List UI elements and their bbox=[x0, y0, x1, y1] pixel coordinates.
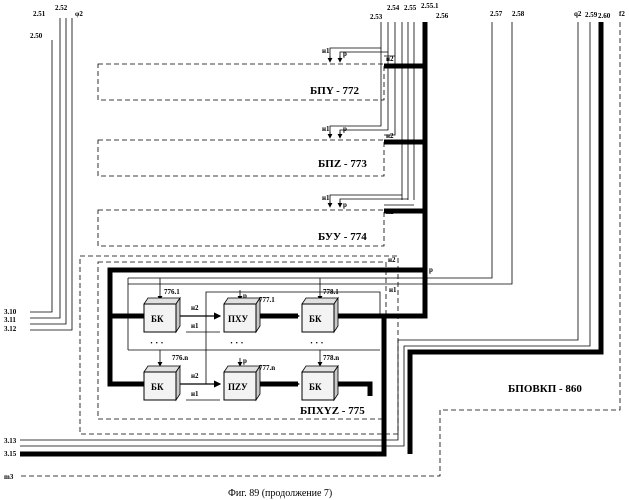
label-3-13: 3.13 bbox=[4, 437, 17, 445]
signal-n1: н1 bbox=[322, 47, 330, 55]
block-buy-label: БУУ - 774 bbox=[318, 231, 367, 243]
signal-n1: н1 bbox=[191, 322, 199, 330]
cube-label-777-1: 777.1 bbox=[259, 296, 275, 304]
cube-777-1: ПХУ bbox=[224, 298, 260, 332]
label-phi2: φ2 bbox=[75, 10, 83, 18]
label-3-10: 3.10 bbox=[4, 308, 17, 316]
signal-p: p bbox=[343, 50, 347, 58]
block-bpy-label: БПY - 772 bbox=[310, 85, 360, 97]
svg-text:ПZУ: ПZУ bbox=[228, 382, 248, 392]
left-input-lines bbox=[30, 18, 72, 330]
label-3-12: 3.12 bbox=[4, 325, 17, 333]
ellipsis-dots: · · · bbox=[230, 338, 244, 348]
block-bpovkp-label: БПОВКП - 860 bbox=[508, 383, 582, 395]
label-2-50: 2.50 bbox=[30, 32, 43, 40]
label-2-54: 2.54 bbox=[387, 4, 400, 12]
signal-n2: н2 bbox=[388, 256, 396, 264]
label-2-55-1: 2.55.1 bbox=[421, 2, 439, 10]
signal-p: p bbox=[429, 266, 433, 274]
cube-776-1: БК bbox=[144, 298, 180, 332]
label-2-56: 2.56 bbox=[436, 12, 449, 20]
label-m3: m3 bbox=[4, 473, 14, 481]
signal-n1: н1 bbox=[191, 390, 199, 398]
label-2-51: 2.51 bbox=[33, 10, 46, 18]
cube-label-778-1: 778.1 bbox=[323, 288, 339, 296]
cube-label-776-n: 776.n bbox=[172, 354, 188, 362]
cube-777-n: ПZУ bbox=[224, 366, 260, 400]
signal-p: p bbox=[343, 201, 347, 209]
signal-n2: н2 bbox=[386, 208, 394, 216]
cube-776-n: БК bbox=[144, 366, 180, 400]
label-q2: q2 bbox=[574, 10, 582, 18]
cube-label-778-n: 778.n bbox=[323, 354, 339, 362]
label-2-60: 2.60 bbox=[598, 12, 611, 20]
ellipsis-dots: · · · bbox=[150, 338, 164, 348]
signal-n2: н2 bbox=[386, 55, 394, 63]
label-2-55: 2.55 bbox=[404, 4, 417, 12]
signal-p: p bbox=[343, 125, 347, 133]
signal-n2: н2 bbox=[191, 304, 199, 312]
signal-n2: н2 bbox=[386, 132, 394, 140]
signal-n2: н2 bbox=[191, 372, 199, 380]
label-2-59: 2.59 bbox=[585, 11, 598, 19]
signal-p: p bbox=[243, 357, 247, 365]
cube-778-n: БК bbox=[302, 366, 338, 400]
cube-778-1: БК bbox=[302, 298, 338, 332]
cube-label-776-1: 776.1 bbox=[164, 288, 180, 296]
svg-text:БК: БК bbox=[309, 314, 322, 324]
label-2-53: 2.53 bbox=[370, 13, 383, 21]
signal-n1: н1 bbox=[322, 194, 330, 202]
signal-n1: н1 bbox=[322, 125, 330, 133]
label-2-57: 2.57 bbox=[490, 10, 503, 18]
figure-caption: Фиг. 89 (продолжение 7) bbox=[228, 488, 332, 499]
label-3-11: 3.11 bbox=[4, 316, 16, 324]
label-2-52: 2.52 bbox=[55, 4, 68, 12]
cube-label-777-n: 777.n bbox=[259, 364, 275, 372]
svg-text:БК: БК bbox=[151, 314, 164, 324]
label-3-15: 3.15 bbox=[4, 450, 17, 458]
block-bpz-label: БПZ - 773 bbox=[318, 158, 367, 170]
svg-text:БК: БК bbox=[151, 382, 164, 392]
label-2-58: 2.58 bbox=[512, 10, 525, 18]
block-bpxyz-label: БПXYZ - 775 bbox=[300, 405, 365, 417]
svg-text:БК: БК bbox=[309, 382, 322, 392]
ellipsis-dots: · · · bbox=[310, 338, 324, 348]
svg-text:ПХУ: ПХУ bbox=[228, 314, 249, 324]
signal-n1: н1 bbox=[389, 286, 397, 294]
label-f2: f2 bbox=[619, 10, 625, 18]
